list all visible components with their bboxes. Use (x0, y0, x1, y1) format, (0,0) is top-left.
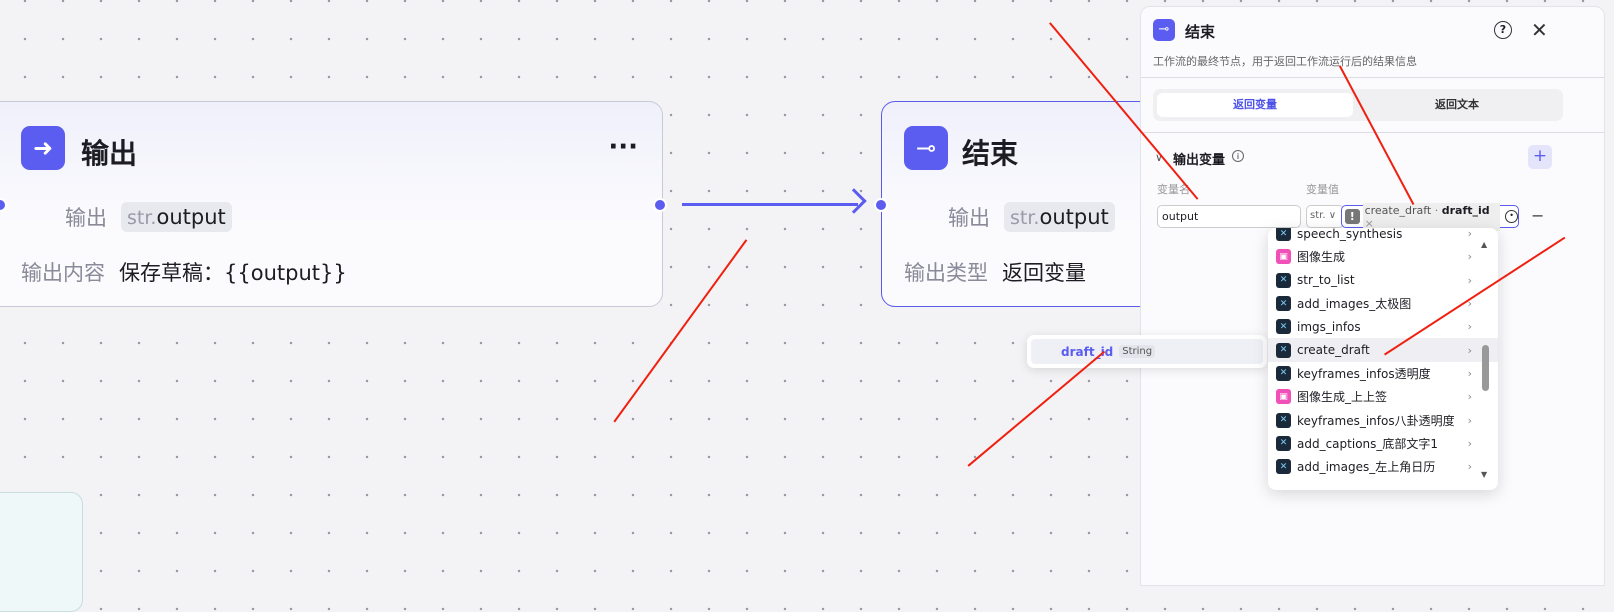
col-name-header: 变量名 (1157, 183, 1190, 196)
scroll-down-icon[interactable]: ▼ (1481, 470, 1488, 479)
info-icon: i (1232, 150, 1244, 162)
dropdown-item[interactable]: ▣ 图像生成 › (1268, 245, 1498, 268)
scroll-up-icon[interactable]: ▲ (1481, 240, 1488, 249)
chevron-right-icon: › (1467, 436, 1472, 450)
end-output-label: 输出 (948, 206, 990, 230)
canvas-node-partial[interactable] (0, 492, 83, 612)
variable-name-input[interactable]: output (1157, 205, 1301, 228)
tab-return-text[interactable]: 返回文本 (1435, 98, 1479, 111)
dropdown-item-label: str_to_list (1297, 273, 1355, 288)
dropdown-item[interactable]: ✕ add_captions_底部文字1 › (1268, 432, 1498, 455)
content-label: 输出内容 (21, 261, 105, 285)
content-value: 保存草稿：{{output}} (119, 261, 347, 285)
dropdown-item-label: add_captions_底部文字1 (1297, 436, 1439, 451)
chevron-right-icon: › (1467, 390, 1472, 404)
output-node-icon: ➜ (21, 126, 65, 170)
dropdown-item[interactable]: ✕ add_images_太极图 › (1268, 292, 1498, 315)
plugin-icon: ✕ (1276, 342, 1291, 358)
col-value-header: 变量值 (1306, 183, 1339, 196)
dropdown-item-label: create_draft (1297, 343, 1370, 358)
help-icon[interactable]: ? (1494, 21, 1512, 39)
dropdown-item-label: keyframes_infos透明度 (1297, 366, 1431, 381)
image-icon: ▣ (1276, 389, 1291, 405)
close-icon[interactable]: ✕ (1531, 18, 1548, 42)
plugin-icon: ✕ (1276, 435, 1291, 451)
end-node-in-port[interactable] (874, 198, 888, 212)
chevron-right-icon: › (1467, 297, 1472, 311)
plugin-icon: ✕ (1276, 228, 1291, 242)
dropdown-item[interactable]: ✕ keyframes_infos八卦透明度 › (1268, 408, 1498, 431)
end-node-title: 结束 (962, 137, 1019, 170)
dropdown-item[interactable]: ✕ imgs_infos › (1268, 315, 1498, 338)
chevron-right-icon: › (1467, 273, 1472, 287)
output-label: 输出 (65, 206, 107, 230)
plugin-icon: ✕ (1276, 459, 1291, 475)
chevron-right-icon: › (1467, 250, 1472, 264)
dropdown-item[interactable]: ✕ str_to_list › (1268, 269, 1498, 292)
submenu-item-draft-id[interactable]: draft_id String (1031, 339, 1263, 364)
section-title: 输出变量 (1173, 153, 1226, 168)
more-menu-button[interactable]: ··· (608, 132, 638, 162)
warning-icon: ! (1345, 209, 1360, 224)
dropdown-item[interactable]: ✕ speech_synthesis › (1268, 228, 1498, 245)
target-icon[interactable]: • (1505, 210, 1518, 223)
type-select[interactable]: str. ∨ (1306, 205, 1344, 228)
collapse-chevron-icon[interactable]: ∨ (1155, 151, 1164, 164)
end-node[interactable]: ⊸ 结束 输出 str.output 输出类型 返回变量 (881, 101, 1181, 307)
chevron-right-icon: › (1467, 413, 1472, 427)
variable-reference-field[interactable]: ! create_draft · draft_id × • (1341, 202, 1519, 231)
connection-edge[interactable] (682, 203, 858, 206)
output-node[interactable]: ➜ 输出 ··· 输出 str.output 输出内容 保存草稿：{{outpu… (0, 101, 663, 307)
output-var-tag: str.output (121, 202, 232, 232)
field-submenu: draft_id String (1027, 335, 1267, 368)
output-node-in-port[interactable] (0, 198, 7, 212)
end-var-tag: str.output (1004, 202, 1115, 232)
chevron-right-icon: › (1467, 343, 1472, 357)
panel-description: 工作流的最终节点，用于返回工作流运行后的结果信息 (1153, 55, 1417, 68)
panel-icon: ⊸ (1153, 19, 1175, 41)
annotation-arrow (967, 350, 1105, 467)
end-node-icon: ⊸ (904, 126, 948, 170)
dropdown-item-label: add_images_太极图 (1297, 297, 1412, 312)
chevron-right-icon: › (1467, 366, 1472, 380)
chevron-right-icon: › (1467, 228, 1472, 241)
dropdown-scrollbar[interactable] (1482, 345, 1489, 391)
output-node-title: 输出 (81, 137, 138, 170)
node-variable-dropdown: ✕ speech_synthesis › ▣ 图像生成 › ✕ str_to_list › ✕ ad… (1268, 228, 1498, 490)
dropdown-item[interactable]: ✕ create_draft › (1268, 338, 1498, 362)
tab-return-variable[interactable]: 返回变量 (1157, 93, 1353, 117)
edge-arrow-icon (841, 188, 867, 214)
plugin-icon: ✕ (1276, 272, 1291, 288)
chevron-right-icon: › (1467, 320, 1472, 334)
dropdown-item-label: 图像生成_上上签 (1297, 390, 1388, 405)
dropdown-item-label: imgs_infos (1297, 319, 1361, 334)
remove-reference-icon[interactable]: × (1364, 216, 1374, 230)
plugin-icon: ✕ (1276, 365, 1291, 381)
dropdown-item-label: speech_synthesis (1297, 228, 1403, 241)
dropdown-item[interactable]: ✕ add_images_左上角日历 › (1268, 455, 1498, 478)
dropdown-item[interactable]: ✕ keyframes_infos透明度 › (1268, 362, 1498, 385)
plugin-icon: ✕ (1276, 296, 1291, 312)
remove-variable-button[interactable]: − (1531, 206, 1545, 225)
tab-bar: 返回变量 返回文本 (1153, 89, 1563, 121)
dropdown-item-label: keyframes_infos八卦透明度 (1297, 413, 1455, 428)
end-type-label: 输出类型 (904, 261, 988, 285)
dropdown-item-label: 图像生成 (1297, 250, 1346, 265)
dropdown-item[interactable]: ▣ 图像生成_上上签 › (1268, 385, 1498, 408)
panel-title: 结束 (1185, 23, 1216, 41)
end-type-value: 返回变量 (1002, 261, 1086, 285)
chevron-right-icon: › (1467, 460, 1472, 474)
plugin-icon: ✕ (1276, 412, 1291, 428)
dropdown-item-label: add_images_左上角日历 (1297, 460, 1436, 475)
output-node-out-port[interactable] (653, 198, 667, 212)
add-variable-button[interactable]: + (1528, 145, 1552, 169)
plugin-icon: ✕ (1276, 319, 1291, 335)
image-icon: ▣ (1276, 249, 1291, 265)
